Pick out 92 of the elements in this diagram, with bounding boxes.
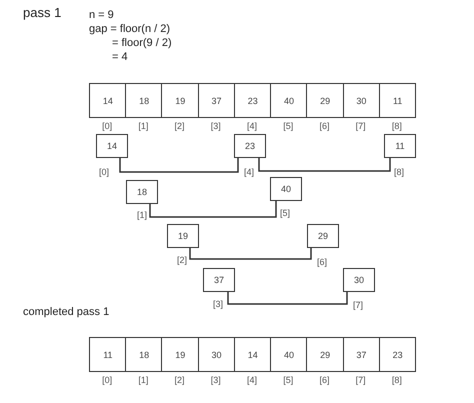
cell-value: 23 — [244, 141, 255, 151]
index-label: [4] — [244, 167, 254, 177]
index-label: [0] — [99, 167, 110, 177]
connector-line — [258, 158, 391, 172]
array-cell — [234, 134, 266, 158]
index-label: [8] — [392, 375, 402, 385]
cell-value: 23 — [392, 350, 403, 360]
index-label: [4] — [247, 375, 258, 385]
index-label: [0] — [102, 121, 112, 131]
cell-value: 18 — [139, 350, 150, 360]
cell-value: 14 — [106, 141, 117, 151]
cell-value: 19 — [175, 350, 186, 360]
connector-line — [189, 248, 312, 260]
array-cell — [343, 268, 375, 292]
array-cell — [234, 83, 272, 118]
array-cell — [96, 134, 128, 158]
index-label: [4] — [247, 121, 258, 131]
cell-value: 37 — [214, 275, 224, 285]
formula-line: gap = floor(n / 2) — [89, 23, 170, 35]
cell-value: 14 — [102, 96, 113, 106]
connector-line — [119, 158, 239, 173]
cell-value: 19 — [178, 231, 188, 241]
array-cell — [167, 224, 199, 248]
array-cell — [270, 337, 308, 372]
index-label: [2] — [174, 375, 185, 385]
array-cell — [203, 268, 235, 292]
array-cell — [306, 337, 344, 372]
array-cell — [234, 337, 272, 372]
formula-line: = floor(9 / 2) — [112, 37, 172, 49]
cell-value: 29 — [318, 231, 328, 241]
cell-value: 40 — [284, 350, 294, 360]
cell-value: 37 — [356, 350, 366, 360]
index-label: [5] — [283, 375, 294, 385]
connector-line — [149, 201, 277, 218]
cell-value: 30 — [354, 275, 364, 285]
cell-value: 40 — [280, 184, 291, 194]
array-cell — [198, 337, 236, 372]
cell-value: 11 — [395, 141, 405, 151]
cell-value: 40 — [284, 96, 294, 106]
heading: completed pass 1 — [23, 306, 110, 318]
index-label: [8] — [392, 121, 402, 131]
array-cell — [307, 224, 339, 248]
array-cell — [161, 83, 200, 118]
index-label: [7] — [353, 300, 364, 310]
cell-value: 14 — [248, 350, 258, 360]
connector-line — [227, 292, 348, 305]
index-label: [1] — [138, 375, 148, 385]
index-label: [3] — [210, 375, 221, 385]
index-label: [7] — [356, 121, 366, 131]
index-label: [1] — [137, 210, 148, 220]
array-cell — [270, 83, 308, 118]
index-label: [0] — [102, 375, 112, 385]
array-cell — [342, 337, 380, 372]
array-cell — [198, 83, 236, 118]
array-cell — [384, 134, 416, 158]
cell-value: 18 — [139, 96, 150, 106]
index-label: [5] — [283, 121, 294, 131]
index-label: [3] — [213, 299, 224, 309]
array-cell — [270, 177, 302, 201]
index-label: [3] — [210, 121, 221, 131]
heading: pass 1 — [23, 5, 62, 20]
index-label: [2] — [174, 121, 185, 131]
cell-value: 19 — [175, 96, 186, 106]
array-cell — [89, 83, 127, 118]
array-cell — [126, 180, 158, 204]
index-label: [6] — [319, 375, 330, 385]
array-cell — [378, 337, 416, 372]
index-label: [7] — [356, 375, 366, 385]
array-cell — [125, 337, 163, 372]
cell-value: 29 — [320, 96, 330, 106]
array-cell — [306, 83, 344, 118]
index-label: [5] — [280, 208, 290, 218]
index-label: [1] — [138, 121, 148, 131]
index-label: [6] — [317, 257, 328, 267]
formula-line: n = 9 — [89, 9, 114, 21]
index-label: [8] — [394, 167, 404, 177]
cell-value: 11 — [103, 350, 113, 360]
cell-value: 37 — [212, 96, 222, 106]
cell-value: 23 — [248, 96, 258, 106]
cell-value: 30 — [212, 350, 222, 360]
array-cell — [89, 337, 127, 372]
cell-value: 18 — [136, 187, 147, 197]
array-cell — [161, 337, 200, 372]
index-label: [2] — [177, 255, 188, 265]
cell-value: 30 — [356, 96, 366, 106]
cell-value: 29 — [320, 350, 330, 360]
index-label: [6] — [319, 121, 330, 131]
array-cell — [342, 83, 380, 118]
formula-line: = 4 — [112, 51, 128, 63]
array-cell — [125, 83, 163, 118]
array-cell — [378, 83, 416, 118]
cell-value: 11 — [392, 96, 402, 106]
